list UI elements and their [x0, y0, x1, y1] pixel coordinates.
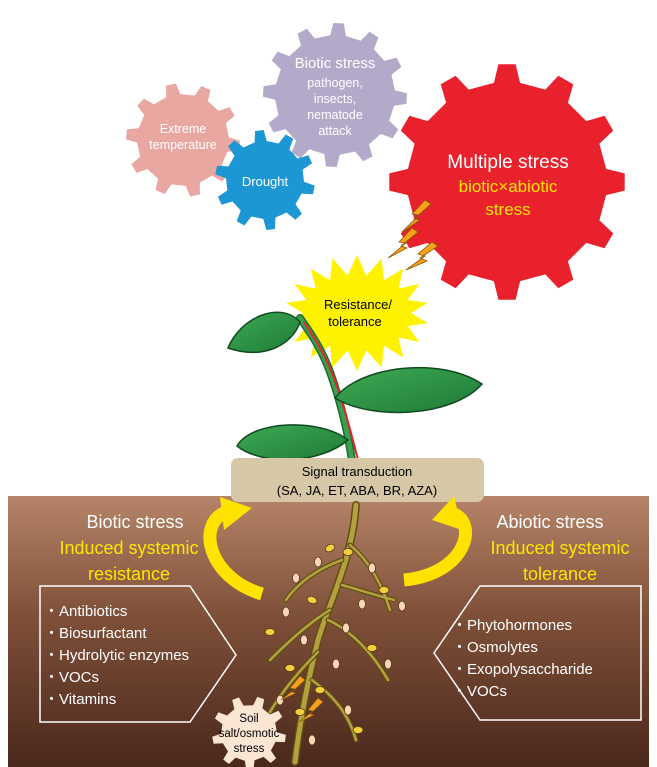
right-mechanism-item: ・Phytohormones	[452, 617, 572, 634]
biotic-stress-gear-line2: insects,	[314, 92, 356, 106]
microbe-cell	[309, 735, 316, 745]
left-mechanism-item: ・Hydrolytic enzymes	[44, 647, 189, 664]
microbe-cell	[285, 665, 295, 672]
microbe-cell	[369, 563, 376, 573]
right-mechanism-item: ・Exopolysaccharide	[452, 661, 593, 678]
microbe-cell	[265, 629, 275, 636]
signal-transduction-title: Signal transduction	[302, 464, 413, 479]
microbe-cell	[379, 587, 389, 594]
soil-label-line1: Soil	[239, 713, 258, 725]
microbe-cell	[343, 623, 350, 633]
left-heading: Biotic stress	[86, 512, 183, 532]
left-mechanism-item: ・Biosurfactant	[44, 625, 147, 642]
microbe-cell	[353, 727, 363, 734]
left-induced-line1: Induced systemic	[59, 538, 198, 558]
microbe-cell	[315, 557, 322, 567]
left-mechanism-item: ・Antibiotics	[44, 603, 127, 620]
microbe-cell	[343, 549, 353, 556]
microbe-cell	[293, 573, 300, 583]
microbe-cell	[385, 659, 392, 669]
microbe-cell	[367, 645, 377, 652]
biotic-stress-gear-line3: nematode	[307, 108, 363, 122]
microbe-cell	[315, 687, 325, 694]
resistance-label-line1: Resistance/	[324, 297, 392, 312]
extreme-temperature-label-line2: temperature	[149, 138, 216, 152]
right-induced-line2: tolerance	[523, 564, 597, 584]
right-induced-line1: Induced systemic	[490, 538, 629, 558]
extreme-temperature-label-line1: Extreme	[160, 122, 207, 136]
drought-label: Drought	[242, 174, 289, 189]
left-mechanism-item: ・Vitamins	[44, 691, 116, 708]
leaf-middle-right	[335, 368, 482, 413]
biotic-stress-gear-line1: pathogen,	[307, 76, 363, 90]
leaf-lower-left	[237, 425, 348, 460]
right-mechanism-item: ・Osmolytes	[452, 639, 538, 656]
microbe-cell	[277, 695, 284, 705]
multiple-stress-line1: biotic×abiotic	[459, 177, 558, 196]
resistance-label-line2: tolerance	[328, 314, 381, 329]
microbe-cell	[295, 709, 305, 716]
microbe-cell	[345, 705, 352, 715]
multiple-stress-title: Multiple stress	[447, 152, 568, 173]
microbe-cell	[399, 601, 406, 611]
right-mechanism-item: ・VOCs	[452, 683, 507, 700]
left-mechanism-item: ・VOCs	[44, 669, 99, 686]
soil-label-line3: stress	[234, 743, 265, 755]
biotic-stress-gear-line4: attack	[318, 124, 352, 138]
microbe-cell	[359, 599, 366, 609]
microbe-cell	[301, 635, 308, 645]
signal-transduction-molecules: (SA, JA, ET, ABA, BR, AZA)	[277, 483, 437, 498]
leaf-top-left	[228, 312, 300, 352]
resistance-tolerance-burst	[286, 255, 428, 371]
microbe-cell	[333, 659, 340, 669]
soil-label-line2: salt/osmotic	[219, 728, 280, 740]
multiple-stress-line2: stress	[485, 200, 530, 219]
left-induced-line2: resistance	[88, 564, 170, 584]
biotic-stress-gear-title: Biotic stress	[295, 55, 376, 72]
microbe-cell	[283, 607, 290, 617]
right-heading: Abiotic stress	[496, 512, 603, 532]
